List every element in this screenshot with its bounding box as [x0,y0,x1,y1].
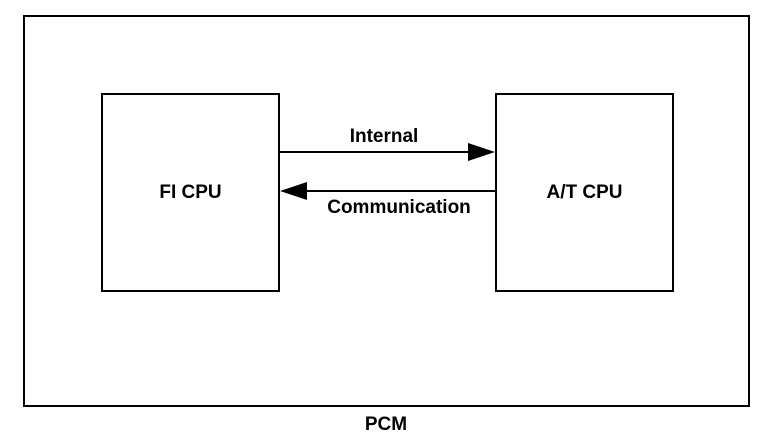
at-cpu-box: A/T CPU [495,93,674,292]
edge-label-communication: Communication [327,197,471,218]
pcm-container-box [23,15,750,407]
edge-label-internal: Internal [349,126,419,147]
pcm-label: PCM [364,414,408,435]
arrow-at-to-fi [280,182,495,200]
arrow-fi-to-at [280,143,495,161]
fi-cpu-label: FI CPU [159,181,222,203]
at-cpu-label: A/T CPU [546,181,623,203]
fi-cpu-box: FI CPU [101,93,280,292]
